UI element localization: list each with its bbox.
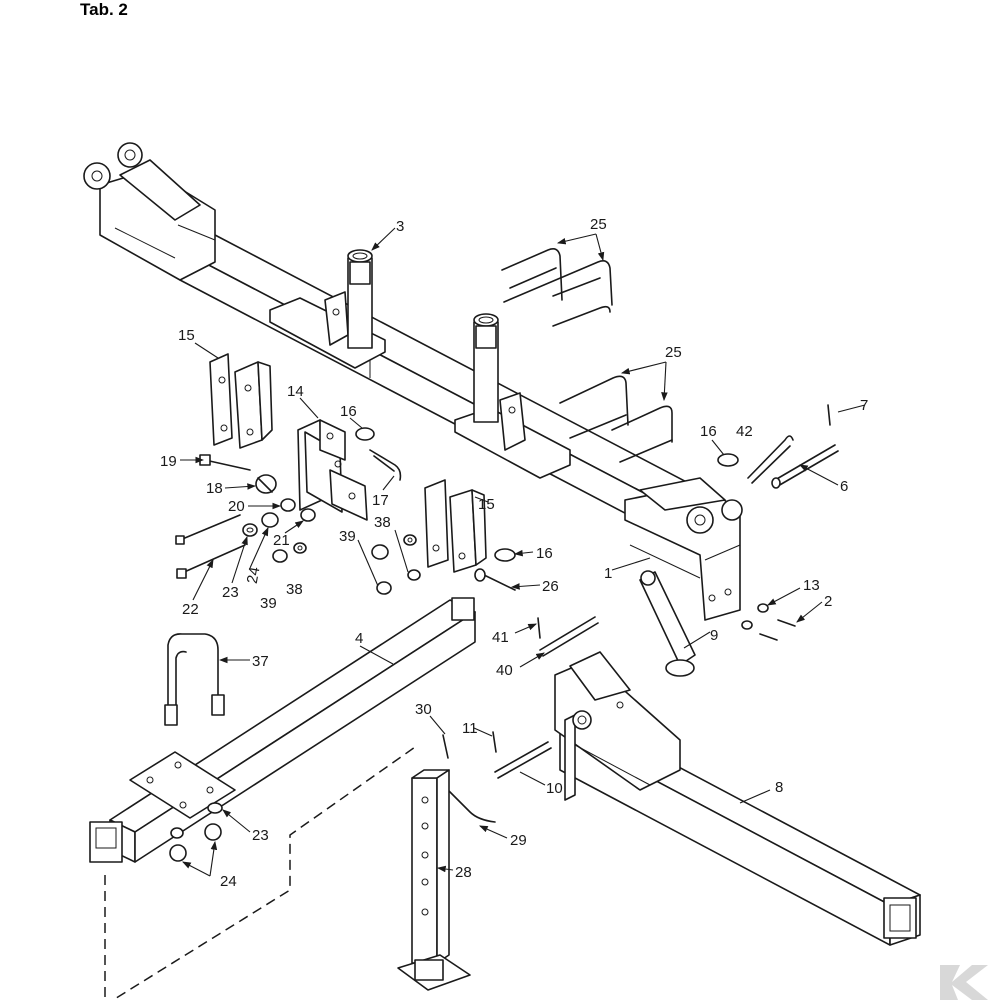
part-number-25: 25 <box>665 344 682 361</box>
drawbar <box>554 651 921 946</box>
part-number-29: 29 <box>510 832 527 849</box>
part-number-38: 38 <box>286 581 303 598</box>
part-number-28: 28 <box>455 864 472 881</box>
part-number-40: 40 <box>496 662 513 679</box>
u-bolts <box>501 248 673 463</box>
part-number-39: 39 <box>260 595 277 612</box>
part-number-15: 15 <box>478 496 495 513</box>
part-number-16: 16 <box>700 423 717 440</box>
part-number-14: 14 <box>287 383 304 400</box>
part-number-42: 42 <box>736 423 753 440</box>
page-title: Tab. 2 <box>80 0 128 19</box>
bracket-assembly <box>297 419 368 521</box>
part-number-38: 38 <box>374 514 391 531</box>
part-number-8: 8 <box>775 779 783 796</box>
part-number-24: 24 <box>244 566 264 585</box>
part-number-10: 10 <box>546 780 563 797</box>
brand-logo-mark <box>940 965 988 1000</box>
part-number-37: 37 <box>252 653 269 670</box>
u-bolt-37 <box>164 633 225 726</box>
part-number-24: 24 <box>220 873 237 890</box>
part-number-17: 17 <box>372 492 389 509</box>
cross-beam <box>89 597 476 863</box>
part-number-41: 41 <box>492 629 509 646</box>
part-number-13: 13 <box>803 577 820 594</box>
part-number-7: 7 <box>860 397 868 414</box>
part-number-15: 15 <box>178 327 195 344</box>
part-number-26: 26 <box>542 578 559 595</box>
part-number-20: 20 <box>228 498 245 515</box>
part-number-16: 16 <box>536 545 553 562</box>
part-number-4: 4 <box>355 630 363 647</box>
part-number-19: 19 <box>160 453 177 470</box>
part-number-labels: 3 25 25 15 14 16 16 42 7 6 19 18 20 21 1… <box>160 216 868 890</box>
link-bar <box>639 570 696 677</box>
part-number-18: 18 <box>206 480 223 497</box>
part-number-23: 23 <box>252 827 269 844</box>
part-number-22: 22 <box>182 601 199 618</box>
part-number-39: 39 <box>339 528 356 545</box>
part-number-2: 2 <box>824 593 832 610</box>
part-number-11: 11 <box>462 720 478 737</box>
part-number-9: 9 <box>710 627 718 644</box>
part-number-21: 21 <box>273 532 290 549</box>
cross-beam-nuts <box>169 802 223 862</box>
part-number-30: 30 <box>415 701 432 718</box>
mount-plates <box>209 353 487 573</box>
bolts-nuts-pins <box>175 404 839 823</box>
part-number-16: 16 <box>340 403 357 420</box>
leader-lines <box>180 227 866 877</box>
main-frame-beam <box>83 142 743 621</box>
part-number-25: 25 <box>590 216 607 233</box>
part-number-6: 6 <box>840 478 848 495</box>
part-number-1: 1 <box>604 565 612 582</box>
part-number-3: 3 <box>396 218 404 235</box>
phantom-line <box>104 744 419 1000</box>
part-number-23: 23 <box>222 584 239 601</box>
